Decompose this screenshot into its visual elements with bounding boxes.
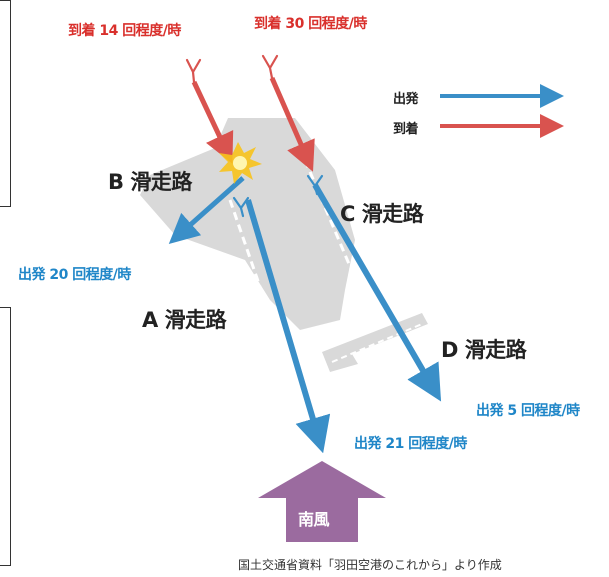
- plane-icon: [232, 196, 250, 218]
- plane-icon: [261, 54, 279, 80]
- runway-d-label: D 滑走路: [441, 338, 527, 362]
- source-note: 国土交通省資料「羽田空港のこれから」より作成: [238, 558, 502, 572]
- runway-d-island: [322, 313, 428, 372]
- plane-icon: [306, 174, 324, 196]
- runway-d-strip: [331, 323, 423, 363]
- arrival-arrow-right: [269, 76, 315, 172]
- south-wind-arrow: [258, 461, 386, 542]
- conflict-core: [233, 156, 247, 170]
- runway-a-label: A 滑走路: [142, 308, 227, 332]
- wind-label: 南風: [298, 510, 330, 529]
- runway-b-label: B 滑走路: [108, 170, 192, 194]
- airport-area: [140, 118, 355, 330]
- side-panel-box: [0, 0, 11, 207]
- side-panel-box: [0, 307, 11, 566]
- departure-rate-a: 出発 21 回程度/時: [354, 436, 467, 452]
- runway-c-label: C 滑走路: [340, 202, 424, 226]
- departure-arrow-b: [168, 176, 245, 244]
- legend-departure-label: 出発: [393, 92, 419, 107]
- arrival-arrow-left: [191, 80, 234, 164]
- departure-arrow-c: [312, 183, 442, 402]
- legend-arrival-label: 到着: [393, 122, 419, 137]
- departure-arrow-a: [245, 199, 331, 454]
- runway-c-strip: [303, 159, 362, 291]
- arrival-rate-right: 到着 30 回程度/時: [254, 16, 367, 32]
- plane-icon: [185, 58, 202, 84]
- departure-rate-d: 出発 5 回程度/時: [476, 403, 580, 419]
- arrival-rate-left: 到着 14 回程度/時: [68, 23, 181, 39]
- departure-rate-b: 出発 20 回程度/時: [18, 267, 131, 283]
